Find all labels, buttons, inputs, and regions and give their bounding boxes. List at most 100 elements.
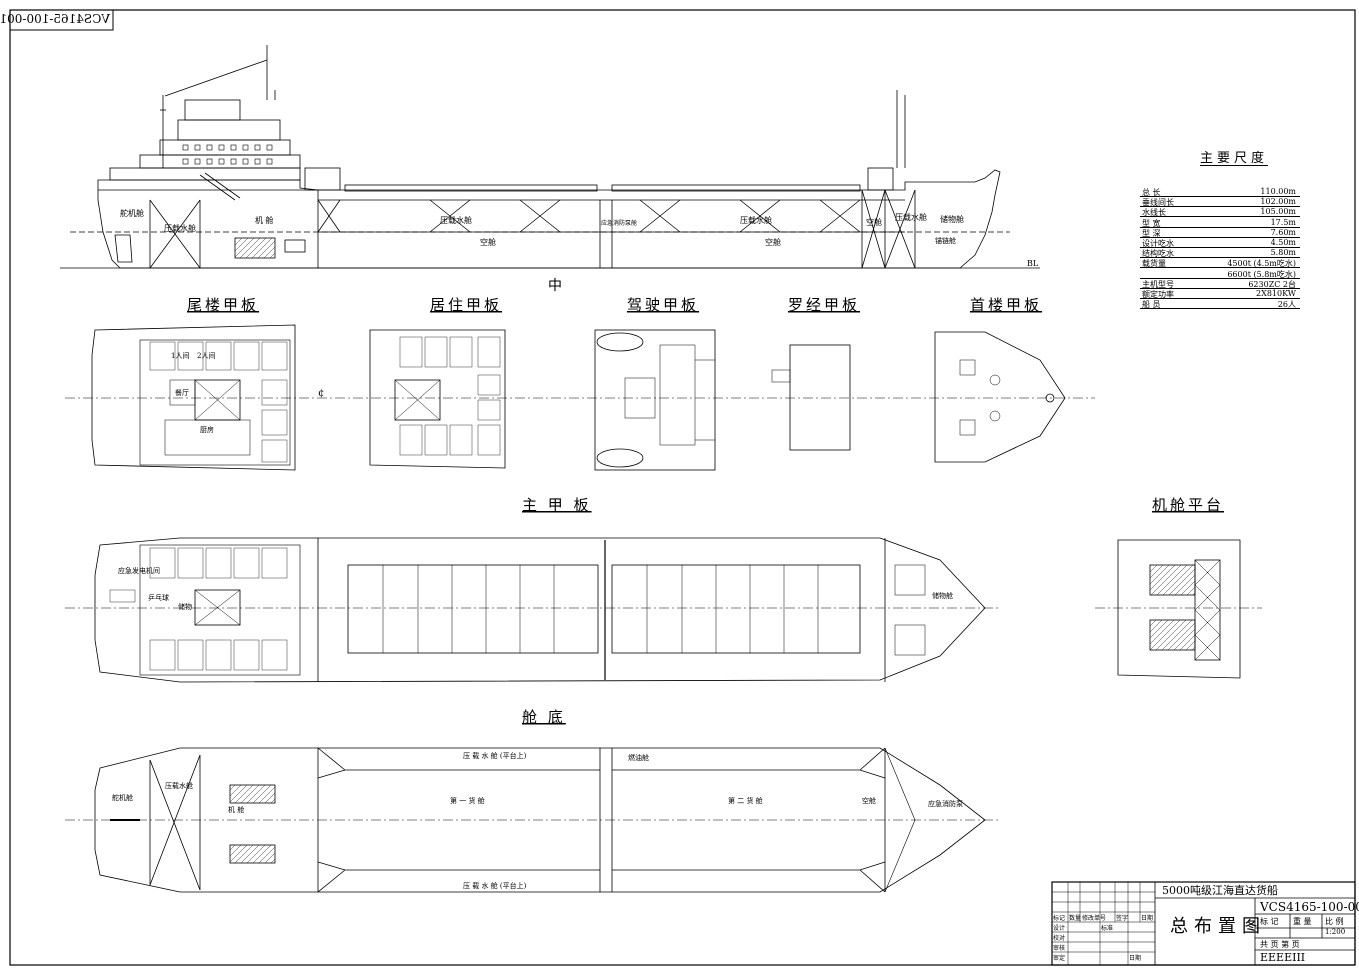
upper-decks: [65, 324, 1095, 471]
label-hold-2: 第 二 货 舱: [728, 796, 763, 805]
title-rh-1: 重 量: [1293, 916, 1312, 926]
title-rh-2: 比 例: [1325, 916, 1344, 926]
title-hc-1: 数量: [1069, 914, 1081, 922]
label-store-fwd: 储物舱: [932, 591, 953, 600]
title-block: [1051, 881, 1356, 966]
code-stamp-box: [9, 9, 114, 31]
spec-row: 6600t (5.8m吃水): [1140, 269, 1300, 279]
bridge-deck-outline: [594, 329, 716, 471]
spec-value: 26人: [1277, 300, 1296, 310]
title-engine-platform: 机舱平台: [1152, 496, 1224, 514]
spec-row: 水线长 105.00m: [1140, 207, 1300, 218]
frame-symbol: 中: [548, 278, 562, 294]
label-empty-bottom: 空舱: [862, 796, 876, 805]
bottom-outline: [94, 747, 986, 893]
poop-deck-outline: [91, 324, 296, 471]
drawing-border: [9, 9, 1356, 966]
label-pingpong: 乒乓球: [148, 593, 169, 602]
main-deck-outline: [94, 537, 986, 683]
spec-key: 主机型号: [1142, 279, 1174, 289]
profile-store: 储物舱: [940, 214, 964, 224]
label-cabin-2p: 2人间: [197, 352, 215, 360]
title-ship-name: 5000吨级江海直达货船: [1162, 883, 1278, 897]
title-compass-deck: 罗经甲板: [788, 296, 860, 314]
spec-value: 6230ZC 2台: [1248, 279, 1296, 289]
spec-key: 总 长: [1142, 188, 1161, 197]
spec-key: 船 员: [1142, 300, 1161, 310]
profile-chain: 锚链舱: [935, 236, 956, 245]
label-hold-1: 第 一 货 舱: [450, 796, 485, 805]
spec-row: 主机型号 6230ZC 2台: [1140, 279, 1300, 289]
label-galley: 厨房: [200, 425, 214, 434]
profile-store2: 应急消防泵舱: [601, 219, 637, 227]
profile-ballast-1: 压载水舱: [440, 215, 472, 225]
spec-value: 102.00m: [1260, 197, 1296, 207]
spec-key: 型 宽: [1142, 218, 1161, 228]
title-hc-2: 修改单号: [1082, 914, 1106, 922]
label-emergency-pump: 应急消防泵: [928, 799, 963, 808]
spec-value: 6600t (5.8m吃水): [1227, 269, 1296, 279]
spec-value: 4.50m: [1270, 238, 1296, 247]
title-role-2: 审核: [1053, 944, 1065, 952]
title-role-5: 日期: [1129, 954, 1141, 962]
accommodation-deck-outline: [369, 329, 506, 469]
bottom-plan: [65, 747, 1000, 893]
title-bridge-deck: 驾驶甲板: [627, 296, 699, 314]
spec-value: 2X810KW: [1256, 289, 1296, 298]
spec-row: 垂线间长 102.00m: [1140, 197, 1300, 208]
label-ballast-aft-bottom: 压载水舱: [165, 781, 193, 790]
title-scale: 1:200: [1325, 928, 1345, 936]
profile-ballast-2: 压载水舱: [740, 215, 772, 225]
profile-empty-2: 空舱: [765, 237, 781, 247]
title-role-3: 审定: [1053, 954, 1065, 962]
main-deck-plan: [65, 537, 1000, 683]
spec-key: 水线长: [1142, 208, 1166, 218]
forecastle-deck-outline: [934, 331, 1066, 463]
spec-key: 垂线间长: [1142, 198, 1174, 208]
label-fuel-tank: 燃油舱: [628, 753, 649, 762]
spec-row: 型 宽 17.5m: [1140, 218, 1300, 228]
title-code-stamp: EEEEIII: [1260, 951, 1305, 964]
label-machinery: 机 舱: [228, 805, 244, 814]
label-cabin-1p: 1人间: [171, 352, 189, 360]
profile-hull-outline: [97, 169, 1001, 269]
title-rh-0: 标 记: [1260, 916, 1279, 926]
profile-steering: 舵机舱: [120, 208, 144, 218]
compass-deck-outline: [789, 344, 851, 451]
title-role-0: 设计: [1053, 924, 1065, 932]
title-drawing-title: 总布置图: [1170, 916, 1266, 937]
drawing-code-stamp: VCS4165-100-001: [0, 12, 110, 26]
engine-platform-plan: [1095, 539, 1262, 679]
title-hc-3: 签字: [1116, 914, 1128, 922]
spec-row: 总 长 110.00m: [1140, 187, 1300, 197]
title-main-deck: 主 甲 板: [522, 496, 592, 514]
engine-platform-outline: [1117, 539, 1241, 679]
spec-key: 结构吃水: [1142, 249, 1174, 259]
profile-ballast-3: 压载水舱: [895, 212, 927, 222]
title-bottom: 舱 底: [522, 708, 566, 726]
profile-view: [60, 45, 1040, 269]
spec-value: 105.00m: [1260, 207, 1296, 217]
title-hc-0: 标记: [1053, 914, 1065, 922]
spec-value: 110.00m: [1260, 187, 1296, 196]
label-store: 储物: [178, 602, 192, 611]
title-forecastle-deck: 首楼甲板: [970, 296, 1042, 314]
profile-empty-fwd: 空舱: [866, 217, 882, 227]
title-hc-4: 日期: [1141, 914, 1153, 922]
spec-value: 17.5m: [1270, 217, 1296, 227]
label-emergency-gen: 应急发电机间: [118, 566, 160, 575]
label-steering-bottom: 舵机舱: [112, 793, 133, 802]
spec-row: 船 员 26人: [1140, 299, 1300, 310]
spec-value: 4500t (4.5m吃水): [1227, 259, 1296, 269]
label-mess: 餐厅: [175, 388, 189, 397]
spec-key: 型 深: [1142, 228, 1161, 238]
title-accommodation-deck: 居住甲板: [430, 296, 502, 314]
title-sheet: 共 页 第 页: [1260, 939, 1300, 949]
profile-empty-1: 空舱: [480, 237, 496, 247]
